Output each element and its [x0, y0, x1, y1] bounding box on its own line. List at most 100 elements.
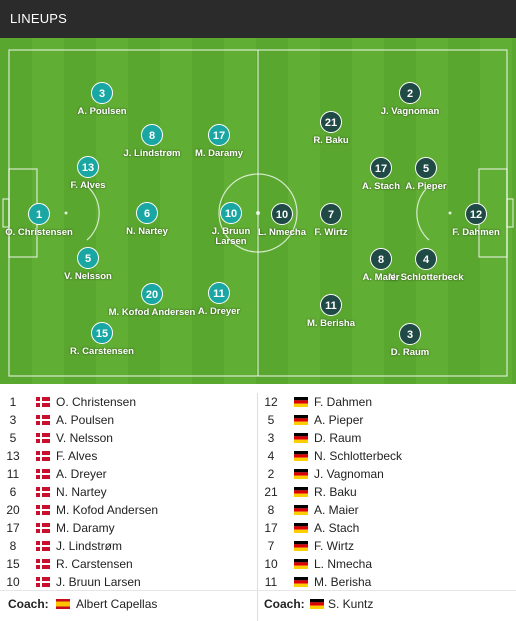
pitch-player-away[interactable]: 21 R. Baku	[286, 111, 376, 146]
player-name: O. Christensen	[56, 395, 137, 409]
player-name: A. Dreyer	[56, 467, 107, 481]
pitch-player-home[interactable]: 17 M. Daramy	[174, 124, 264, 159]
player-number-badge: 15	[91, 322, 113, 344]
player-name: M. Kofod Andersen	[56, 503, 159, 517]
player-number: 17	[6, 521, 20, 535]
denmark-flag-icon	[36, 577, 50, 587]
player-name: A. Stach	[314, 521, 360, 535]
player-number: 6	[9, 485, 17, 499]
player-name: J. Bruun Larsen	[56, 575, 141, 589]
player-name: M. Berisha	[306, 318, 356, 329]
player-name: A. Pieper	[314, 413, 364, 427]
player-name: D. Raum	[314, 431, 362, 445]
player-number-badge: 13	[77, 156, 99, 178]
lineup-row[interactable]: 8 A. Maier	[260, 501, 512, 519]
pitch-player-away[interactable]: 7 F. Wirtz	[286, 203, 376, 238]
lineup-row[interactable]: 20 M. Kofod Andersen	[2, 501, 254, 519]
player-name: R. Carstensen	[70, 346, 134, 357]
pitch-player-home[interactable]: 5 V. Nelsson	[43, 247, 133, 282]
pitch-player-away[interactable]: 3 D. Raum	[365, 323, 455, 358]
player-number: 5	[267, 413, 275, 427]
pitch-player-home[interactable]: 8 J. Lindstrøm	[107, 124, 197, 159]
denmark-flag-icon	[36, 415, 50, 425]
germany-flag-icon	[294, 541, 308, 551]
pitch-player-away[interactable]: 5 A. Pieper	[381, 157, 471, 192]
player-name: F. Wirtz	[314, 227, 348, 238]
lineup-row[interactable]: 6 N. Nartey	[2, 483, 254, 501]
germany-flag-icon	[294, 505, 308, 515]
player-name: J. Bruun Larsen	[211, 226, 251, 247]
denmark-flag-icon	[36, 487, 50, 497]
player-name: N. Schlotterbeck	[314, 449, 403, 463]
germany-flag-icon	[310, 599, 324, 609]
pitch-player-home[interactable]: 6 N. Nartey	[102, 202, 192, 237]
player-number: 20	[6, 503, 20, 517]
player-name: R. Carstensen	[56, 557, 133, 571]
pitch-player-away[interactable]: 12 F. Dahmen	[431, 203, 516, 238]
player-name: L. Nmecha	[257, 227, 307, 238]
player-name: A. Maier	[314, 503, 359, 517]
player-number: 15	[6, 557, 20, 571]
coach-label: Coach:	[8, 597, 49, 611]
lineup-row[interactable]: 1 O. Christensen	[2, 393, 254, 411]
player-number: 1	[9, 395, 17, 409]
player-name: J. Lindstrøm	[56, 539, 123, 553]
player-name: N. Nartey	[56, 485, 107, 499]
pitch-player-away[interactable]: 4 N. Schlotterbeck	[381, 248, 471, 283]
pitch-player-away[interactable]: 11 M. Berisha	[286, 294, 376, 329]
player-number: 8	[267, 503, 275, 517]
player-number: 13	[6, 449, 20, 463]
denmark-flag-icon	[36, 451, 50, 461]
player-number-badge: 8	[370, 248, 392, 270]
player-name: D. Raum	[390, 347, 430, 358]
germany-flag-icon	[294, 451, 308, 461]
player-number-badge: 11	[208, 282, 230, 304]
germany-flag-icon	[294, 433, 308, 443]
pitch-player-away[interactable]: 10 L. Nmecha	[237, 203, 327, 238]
pitch-player-away[interactable]: 8 A. Maier	[336, 248, 426, 283]
pitch-player-away[interactable]: 2 J. Vagnoman	[365, 82, 455, 117]
germany-flag-icon	[294, 469, 308, 479]
player-name: F. Alves	[70, 180, 106, 191]
pitch-player-home[interactable]: 11 A. Dreyer	[174, 282, 264, 317]
germany-flag-icon	[294, 397, 308, 407]
player-name: M. Kofod Andersen	[108, 307, 196, 318]
coach-name: Albert Capellas	[76, 597, 158, 611]
pitch-player-home[interactable]: 10 J. Bruun Larsen	[186, 202, 276, 247]
lineup-row[interactable]: 5 A. Pieper	[260, 411, 512, 429]
germany-flag-icon	[294, 523, 308, 533]
pitch-player-home[interactable]: 20 M. Kofod Andersen	[107, 283, 197, 318]
pitch-player-home[interactable]: 3 A. Poulsen	[57, 82, 147, 117]
lineup-row[interactable]: 15 R. Carstensen	[2, 555, 254, 573]
pitch-player-home[interactable]: 13 F. Alves	[43, 156, 133, 191]
pitch-player-home[interactable]: 15 R. Carstensen	[57, 322, 147, 357]
denmark-flag-icon	[36, 541, 50, 551]
player-name: M. Daramy	[194, 148, 244, 159]
player-name: O. Christensen	[5, 227, 73, 238]
player-number: 21	[264, 485, 278, 499]
pitch-player-away[interactable]: 17 A. Stach	[336, 157, 426, 192]
player-name: F. Wirtz	[314, 539, 354, 553]
germany-flag-icon	[294, 559, 308, 569]
player-number-badge: 21	[320, 111, 342, 133]
player-name: A. Poulsen	[77, 106, 127, 117]
pitch-player-home[interactable]: 1 O. Christensen	[0, 203, 84, 238]
player-name: R. Baku	[313, 135, 349, 146]
player-number-badge: 3	[91, 82, 113, 104]
